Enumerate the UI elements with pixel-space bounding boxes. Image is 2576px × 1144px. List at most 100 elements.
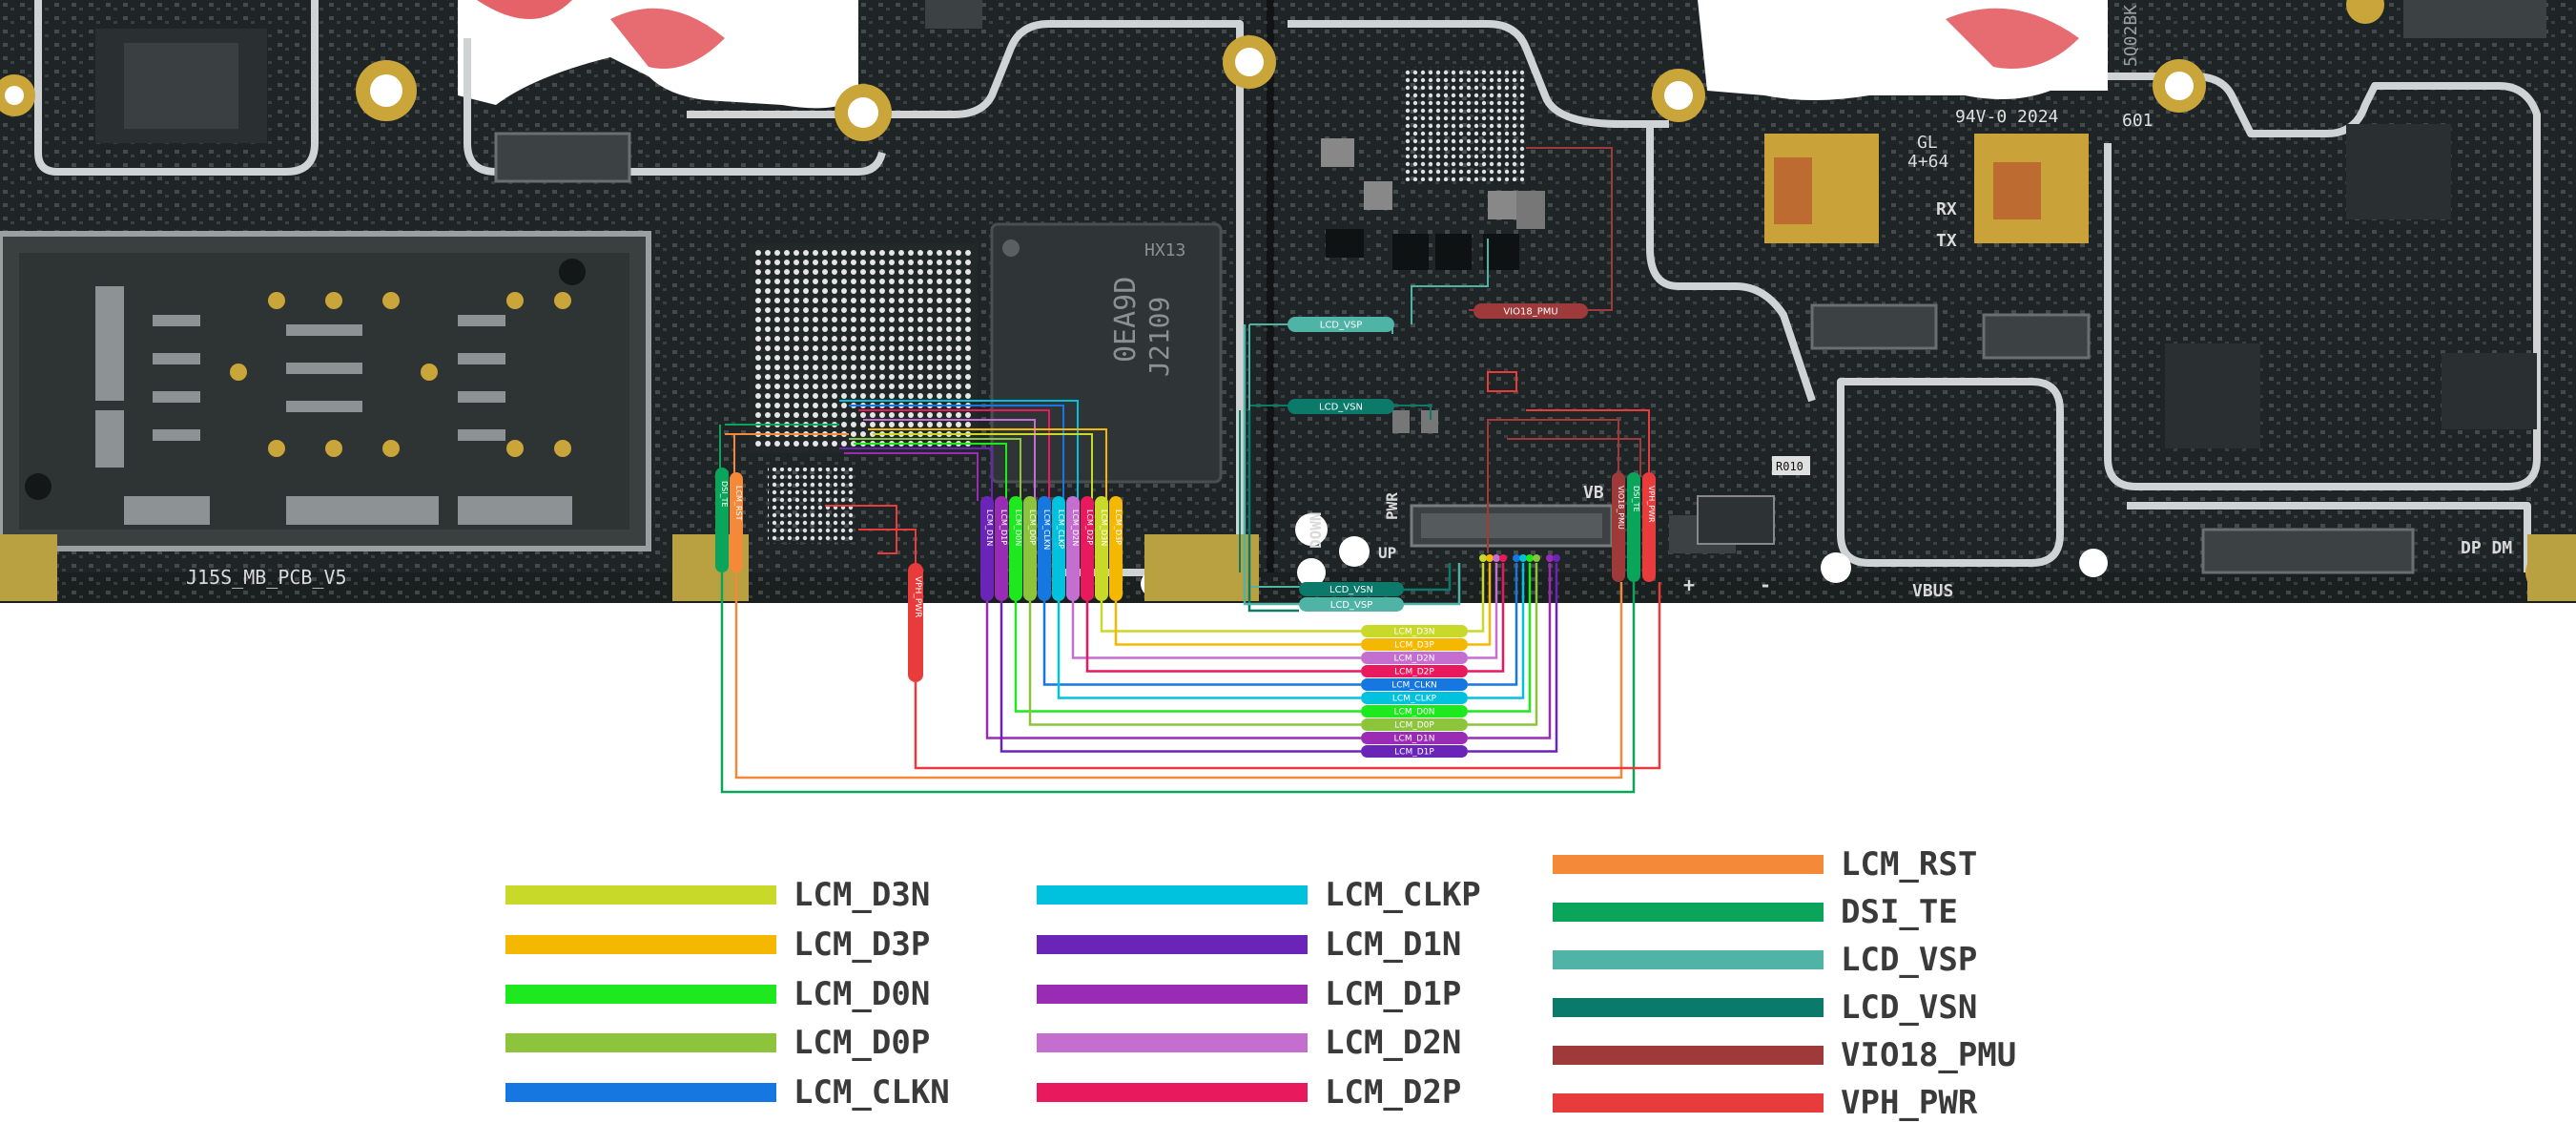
chips: [95, 0, 2546, 574]
svg-text:LCM_CLKP: LCM_CLKP: [1392, 695, 1437, 704]
svg-text:VPH_PWR: VPH_PWR: [913, 576, 922, 617]
route-line: [1526, 409, 1650, 472]
silk-pwr: PWR: [1383, 492, 1401, 520]
legend-swatch: [505, 885, 776, 905]
sim-tray: [0, 231, 651, 551]
svg-text:LCD_VSN: LCD_VSN: [1329, 585, 1373, 595]
svg-text:LCM_D1P: LCM_D1P: [999, 510, 1008, 545]
route-line: [1404, 563, 1452, 592]
route-line: [1100, 601, 1361, 633]
silk-tx: TX: [1936, 231, 1957, 251]
svg-text:DSI_TE: DSI_TE: [1632, 486, 1640, 512]
svg-text:LCM_D0N: LCM_D0N: [1394, 708, 1435, 718]
legend-label: LCM_CLKN: [793, 1073, 950, 1112]
connector-pin: [1533, 554, 1540, 562]
route-line: [1085, 601, 1361, 673]
silk-down: DOWN: [1307, 511, 1325, 549]
svg-text:LCM_D3N: LCM_D3N: [1100, 510, 1108, 546]
legend-label: LCM_D1P: [1325, 975, 1462, 1013]
signal-tag: LCM_CLKP: [1361, 692, 1468, 704]
silk-vb: VB: [1583, 483, 1604, 503]
legend-label: VPH_PWR: [1841, 1084, 1978, 1122]
svg-text:LCD_VSN: LCD_VSN: [1319, 403, 1363, 413]
svg-text:LCM_D3N: LCM_D3N: [1394, 628, 1435, 637]
svg-text:VIO18_PMU: VIO18_PMU: [1617, 486, 1625, 530]
route-line: [734, 572, 1623, 780]
svg-text:LCM_CLKP: LCM_CLKP: [1057, 510, 1065, 549]
svg-text:LCM_D3P: LCM_D3P: [1114, 510, 1123, 545]
connector-pin: [1499, 554, 1507, 562]
svg-text:LCM_D1N: LCM_D1N: [1394, 735, 1435, 744]
bga-route: [858, 409, 1050, 501]
bga-route: [854, 443, 1007, 501]
signal-tag: LCD_VSP: [1299, 597, 1404, 612]
svg-text:LCD_VSP: LCD_VSP: [1320, 321, 1362, 331]
signal-tag: LCD_VSN: [1299, 582, 1404, 596]
signal-tag-vertical: LCM_D1N: [980, 496, 994, 601]
svg-text:LCM_D1N: LCM_D1N: [985, 510, 994, 546]
board-trace: [1411, 239, 1489, 324]
signal-tag-vertical: LCM_D0P: [1023, 496, 1037, 601]
legend-label: LCM_D0P: [793, 1024, 931, 1062]
route-line: [1404, 563, 1461, 606]
svg-text:LCM_D0N: LCM_D0N: [1014, 510, 1022, 546]
signal-tag-vertical: LCM_RST: [730, 472, 743, 572]
svg-text:LCM_D2N: LCM_D2N: [1394, 655, 1435, 664]
silk-plus: +: [1683, 573, 1695, 596]
route-line: [1071, 601, 1361, 659]
route-line: [1468, 563, 1485, 633]
silk-94v0: 94V-0 2024: [1955, 107, 2058, 127]
bga-route: [839, 447, 993, 501]
route-line: [1468, 563, 1538, 726]
signal-tag-vertical: DSI_TE: [1627, 472, 1640, 582]
route-line: [1014, 601, 1361, 713]
signal-tag: VIO18_PMU: [1473, 303, 1588, 319]
chip-hx13: HX13: [1144, 240, 1185, 260]
legend-swatch: [1553, 903, 1824, 922]
route-line: [999, 601, 1361, 753]
legend-label: LCM_D1N: [1325, 926, 1462, 964]
silk-dpdm: DP DM: [2461, 538, 2512, 558]
signal-tag-vertical: LCM_CLKP: [1052, 496, 1065, 601]
bga-route: [849, 405, 1064, 501]
chip-0ea9d: 0EA9D: [1109, 277, 1143, 363]
board-trace: [1507, 438, 1641, 477]
connector-pin: [1519, 554, 1527, 562]
legend-label: LCD_VSP: [1841, 941, 1978, 979]
signal-tag-vertical: LCM_D3P: [1109, 496, 1123, 601]
svg-text:LCM_D0P: LCM_D0P: [1394, 721, 1434, 731]
silk-gl: GL: [1917, 133, 1938, 153]
svg-text:VIO18_PMU: VIO18_PMU: [1503, 307, 1557, 318]
legend-swatch: [505, 985, 776, 1004]
route-line: [1468, 563, 1552, 739]
signal-tags: LCD_VSP LCD_VSN VIO18_PMU LCD_VSN LCD_VSP VPH…: [715, 303, 1656, 758]
route-line: [1468, 563, 1505, 673]
board-trace: [1526, 147, 1613, 311]
chip-j2109: J2109: [1144, 297, 1175, 377]
signal-tag-vertical: VIO18_PMU: [1612, 472, 1625, 582]
signal-tag-vertical: VPH_PWR: [1642, 472, 1656, 582]
connector-pin: [1526, 554, 1534, 562]
svg-text:LCD_VSP: LCD_VSP: [1330, 600, 1372, 611]
svg-text:DSI_TE: DSI_TE: [720, 481, 729, 508]
signal-tag: LCM_CLKN: [1361, 678, 1468, 691]
svg-text:LCM_D2P: LCM_D2P: [1085, 510, 1094, 545]
connector-pin: [1546, 554, 1554, 562]
route-line: [1468, 563, 1525, 699]
legend-swatch: [1037, 935, 1308, 954]
route-line: [720, 572, 1636, 794]
route-line: [1028, 601, 1361, 726]
legend-label: LCM_D2P: [1325, 1073, 1462, 1112]
legend-swatch: [1553, 855, 1824, 874]
silk-464: 4+64: [1907, 152, 1948, 172]
connector-pin: [1486, 554, 1494, 562]
signal-tag: LCD_VSN: [1288, 399, 1394, 414]
signal-tag: LCM_D1P: [1361, 745, 1468, 758]
svg-text:VPH_PWR: VPH_PWR: [1647, 486, 1656, 523]
silk-minus: -: [1760, 573, 1771, 596]
legend-label: LCM_D0N: [793, 975, 931, 1013]
svg-text:LCM_D2P: LCM_D2P: [1394, 668, 1434, 677]
route-line: [1042, 601, 1361, 686]
signal-tag: LCM_D2P: [1361, 665, 1468, 677]
